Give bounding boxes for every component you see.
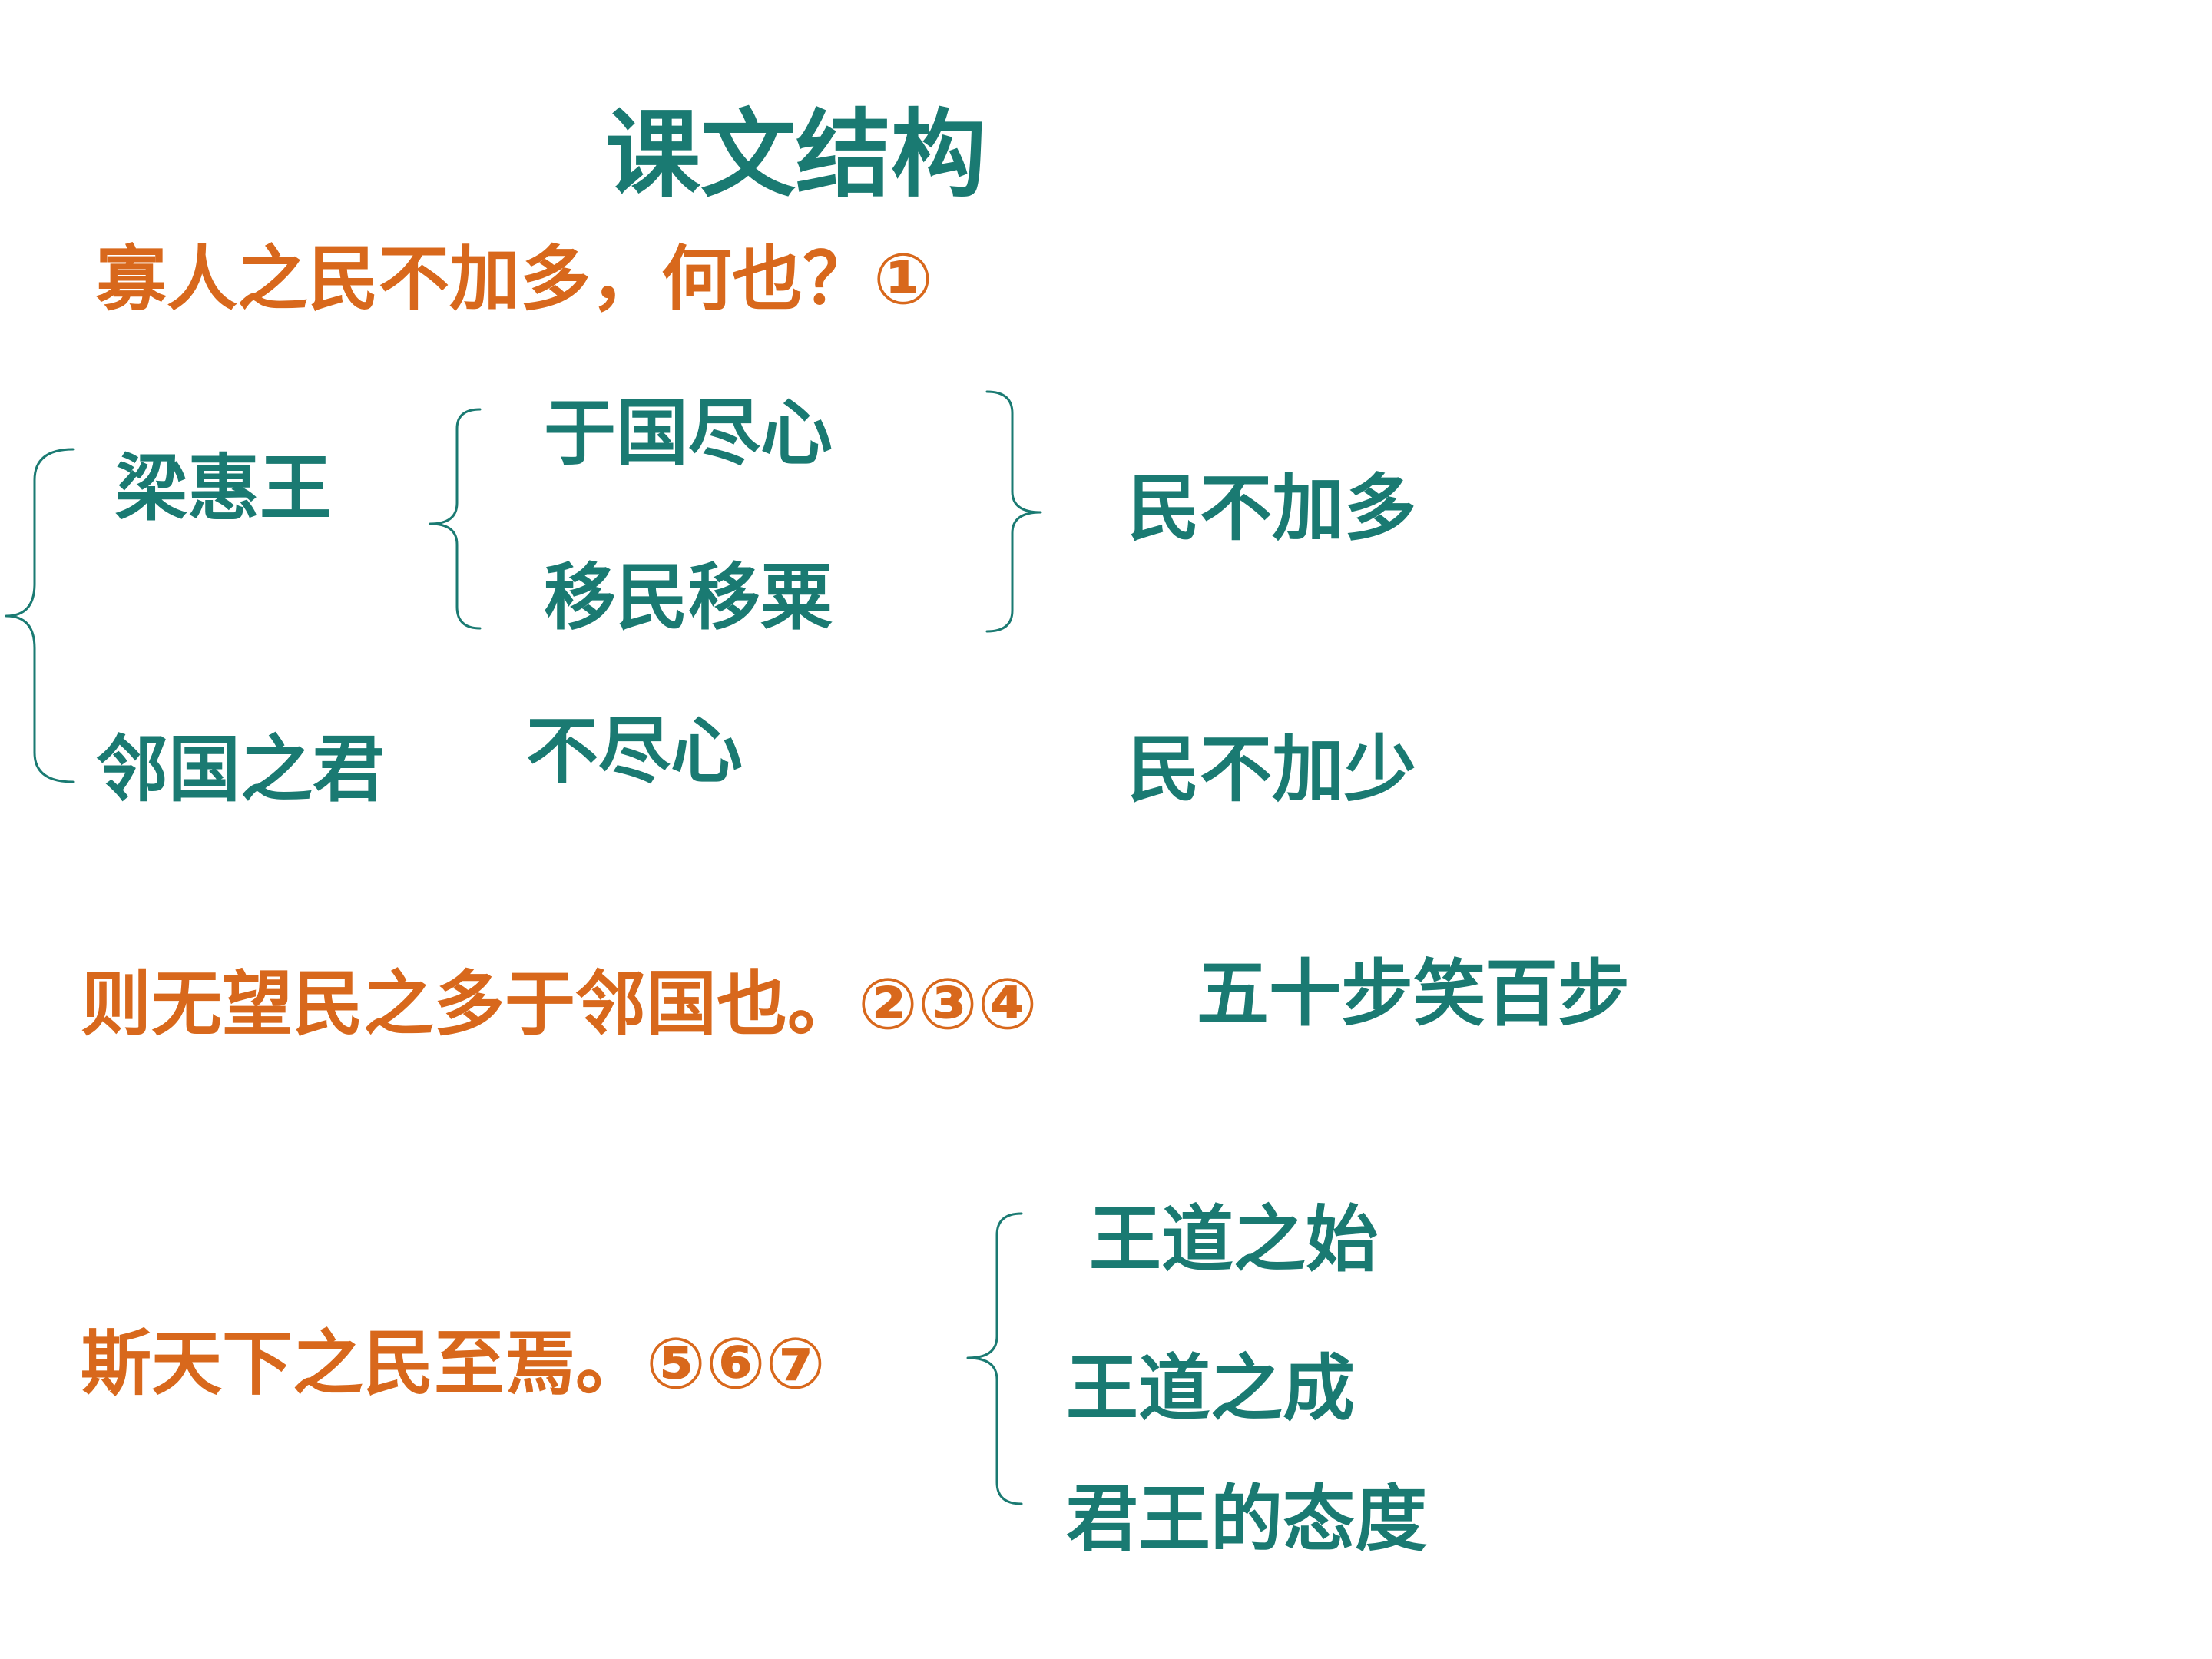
neighbor-result: 民不加少 [1128, 728, 1417, 812]
note-2: 五十步笑百步 [1197, 952, 1631, 1036]
section3-item-3: 君王的态度 [1066, 1478, 1428, 1561]
statement-3: 斯天下之民至焉。⑤⑥⑦ [81, 1323, 826, 1405]
section3-item-1: 王道之始 [1089, 1198, 1379, 1282]
king-item-1: 于国尽心 [544, 392, 833, 475]
question-1: 寡人之民不加多，何也？① [96, 238, 933, 320]
right-brace-king-items [985, 390, 1042, 633]
left-brace-section3 [966, 1212, 1023, 1505]
section3-item-2: 王道之成 [1066, 1347, 1356, 1431]
left-brace-king-items [429, 408, 482, 630]
neighbor-label: 邻国之君 [96, 728, 386, 812]
king-result: 民不加多 [1128, 467, 1417, 551]
left-brace-main [5, 448, 75, 783]
neighbor-item: 不尽心 [526, 710, 743, 793]
king-item-2: 移民移粟 [544, 556, 833, 640]
page-title: 课文结构 [605, 100, 987, 210]
king-label: 梁惠王 [115, 447, 333, 531]
statement-2: 则无望民之多于邻国也。②③④ [81, 963, 1038, 1045]
